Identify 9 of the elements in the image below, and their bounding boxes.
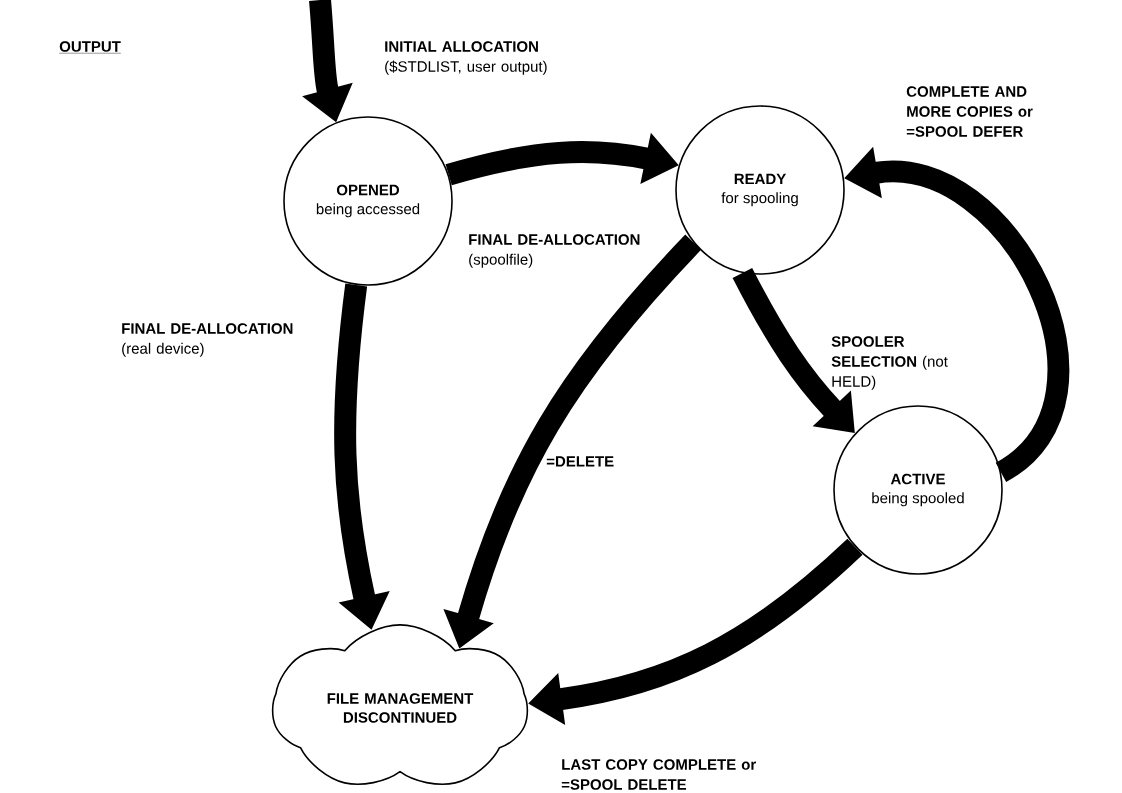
edge-label: INITIAL ALLOCATION ($STDLIST, user output)	[385, 41, 547, 75]
edge-label: FINAL DE-ALLOCATION (real device)	[122, 323, 293, 357]
edge-label: LAST COPY COMPLETE or =SPOOL DELETE	[561, 759, 756, 790]
state-cloud: FILE MANAGEMENT DISCONTINUED	[271, 624, 529, 786]
heading: OUTPUT	[59, 41, 122, 54]
edge-label: COMPLETE AND MORE COPIES or =SPOOL DEFER	[906, 86, 1033, 137]
edge-label: FINAL DE-ALLOCATION (spoolfile)	[469, 234, 640, 268]
edge-label: SPOOLER SELECTION (not HELD)	[831, 336, 948, 390]
edge-label: =DELETE	[546, 456, 614, 467]
